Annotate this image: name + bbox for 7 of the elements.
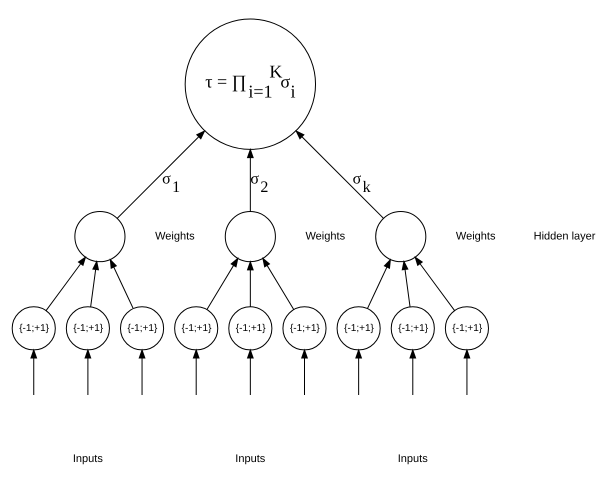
label: Weights: [155, 230, 195, 242]
label: Inputs: [398, 452, 428, 465]
label: Hidden layer: [534, 230, 596, 242]
label: Inputs: [72, 452, 103, 465]
label: Weights: [456, 230, 496, 242]
label: Weights: [305, 230, 346, 242]
label: Inputs: [235, 452, 266, 465]
